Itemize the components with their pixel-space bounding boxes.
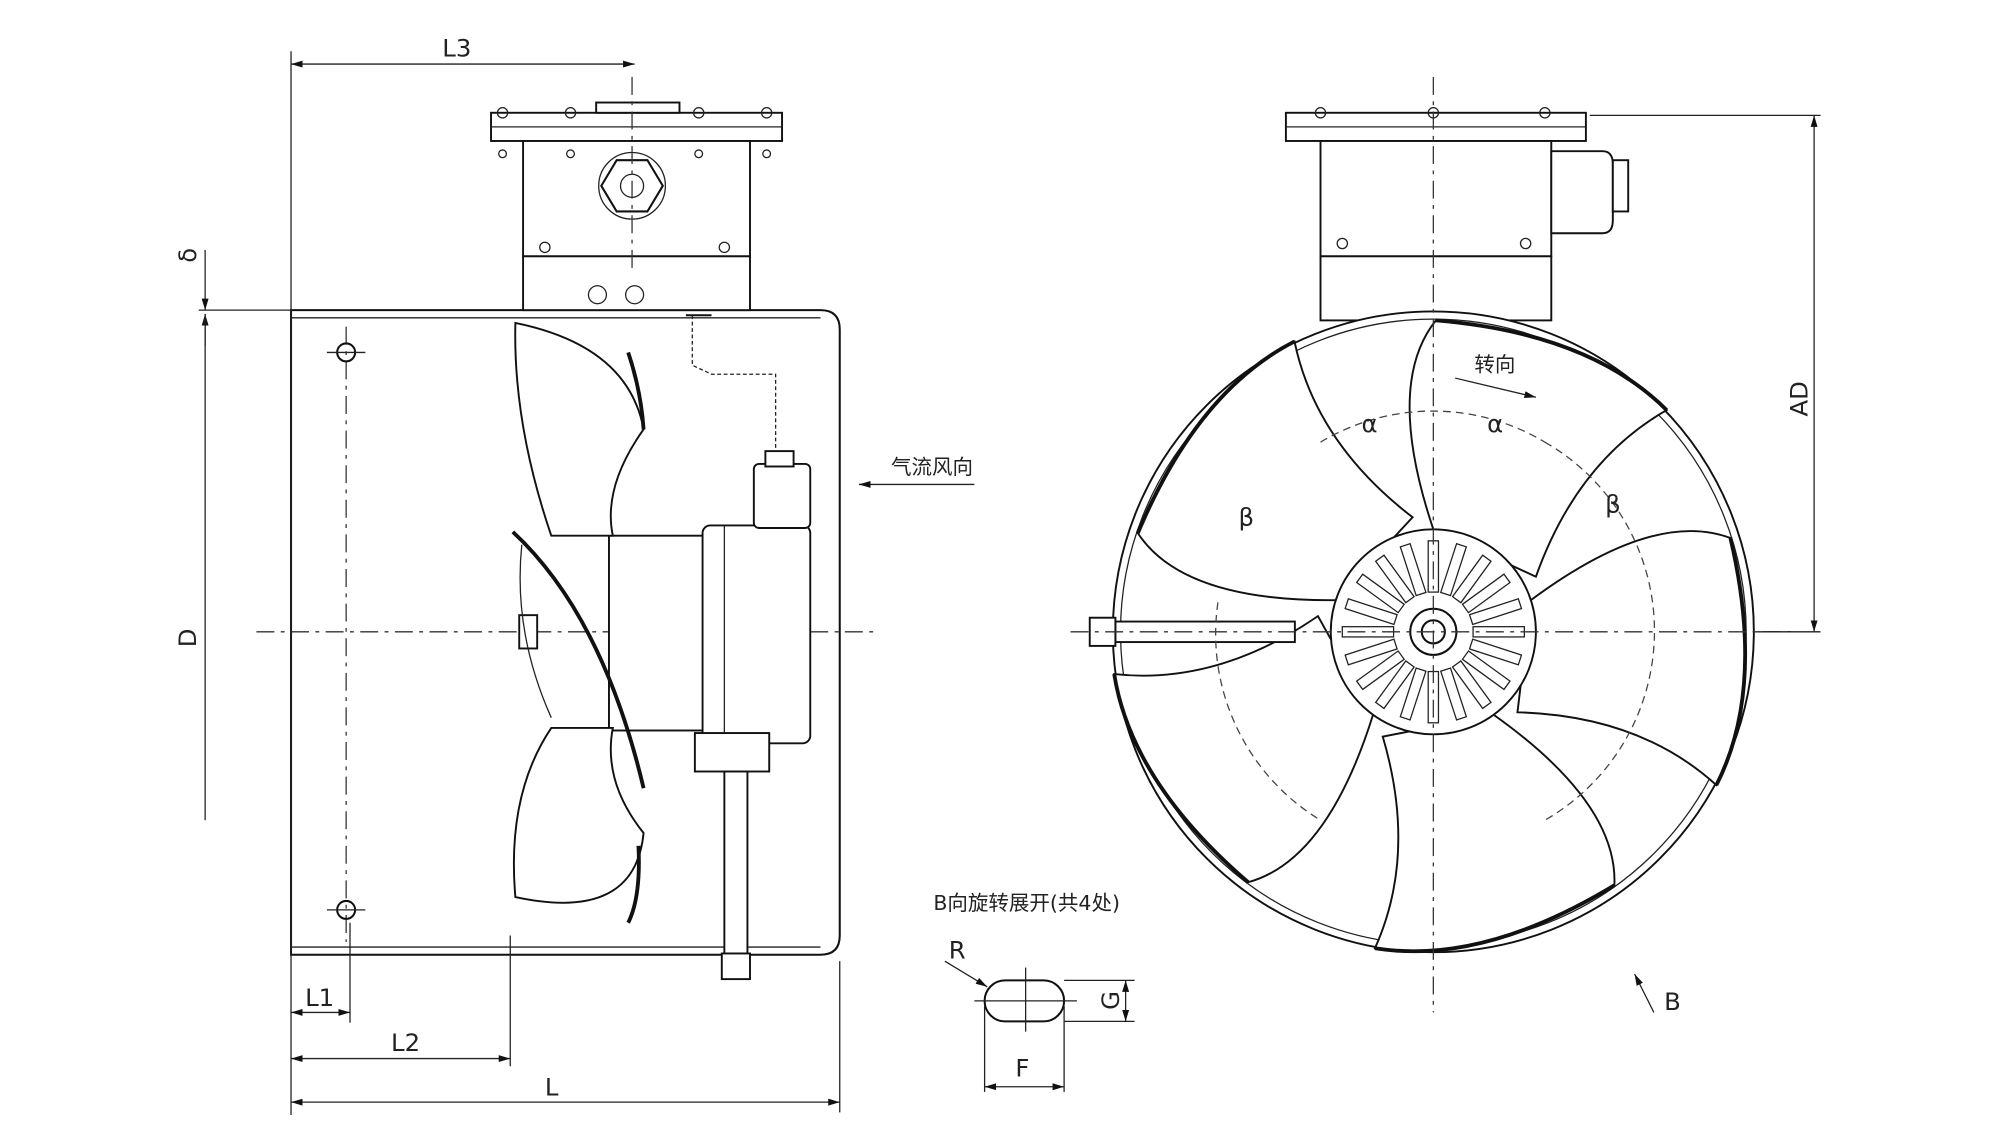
alpha-label: α: [1487, 409, 1503, 438]
alpha-label: α: [1362, 409, 1378, 438]
beta-label: β: [1605, 490, 1621, 519]
junction-box: [1284, 107, 1630, 322]
svg-text:D: D: [173, 628, 202, 647]
svg-text:L3: L3: [442, 33, 471, 62]
svg-text:B向旋转展开(共4处): B向旋转展开(共4处): [933, 891, 1120, 915]
impeller-blades: [511, 321, 646, 924]
housing: [290, 309, 841, 956]
svg-text:R: R: [949, 936, 966, 965]
svg-text:L2: L2: [391, 1028, 420, 1057]
rotation-label: 转向: [1474, 353, 1515, 377]
svg-text:AD: AD: [1785, 381, 1814, 416]
slot-detail: B向旋转展开(共4处) R G F: [933, 891, 1135, 1092]
front-view: α α β β 转向 B AD: [1070, 76, 1821, 1016]
svg-text:G: G: [1096, 991, 1125, 1010]
svg-text:L1: L1: [305, 983, 334, 1012]
junction-box: [490, 101, 784, 312]
impeller-blades: [1112, 318, 1748, 954]
svg-text:L: L: [545, 1073, 559, 1102]
side-view: 气流风向: [256, 76, 975, 981]
svg-text:δ: δ: [173, 248, 202, 263]
hub-vents: [1341, 540, 1526, 724]
svg-text:F: F: [1015, 1054, 1029, 1083]
motor: [518, 314, 812, 981]
beta-label: β: [1238, 502, 1254, 531]
hex-nut-icon: [600, 159, 665, 213]
dimensions-side: L3 δ D L1 L2 L: [173, 33, 841, 1115]
airflow-direction-label: 气流风向: [891, 455, 973, 479]
view-b-label: B: [1664, 987, 1681, 1016]
